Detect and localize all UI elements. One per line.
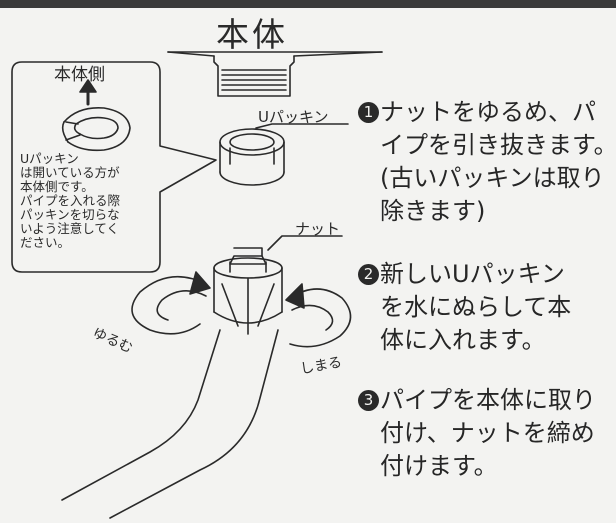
note-line: パッキンを切らな (20, 207, 120, 222)
arrow-up-icon (79, 79, 97, 106)
step-line: 体に入れます。 (380, 326, 546, 354)
step-line: を水にぬらして本 (380, 293, 572, 321)
step-number-badge: 3 (358, 390, 379, 411)
u-packing-leader-line (255, 123, 349, 129)
step-line: (古いパッキンは取り (380, 164, 605, 192)
header-bar-inner (14, 0, 602, 8)
u-packing-label: Uパッキン (258, 108, 329, 126)
note-line: いよう注意してく (20, 221, 120, 236)
u-packing-ring-illustration (219, 128, 285, 186)
pipe-illustration (61, 329, 279, 519)
faucet-body-illustration (167, 51, 383, 97)
main-body-title: 本体 (216, 15, 288, 54)
callout-bubble (11, 61, 217, 273)
u-packing-note: Uパッキン は開いている方が 本体側です。 パイプを入れる際 パッキンを切らな … (20, 152, 160, 250)
note-line: Uパッキン (20, 151, 79, 166)
nut-illustration (213, 247, 283, 335)
body-side-label: 本体側 (54, 65, 105, 85)
note-line: は開いている方が (20, 165, 120, 180)
step-line: 付けます。 (380, 452, 498, 480)
tighten-arrow-icon (285, 283, 352, 348)
nut-leader-line (267, 235, 343, 251)
u-packing-cross-section-illustration (61, 106, 131, 152)
nut-label: ナット (295, 220, 341, 238)
note-line: パイプを入れる際 (20, 193, 121, 208)
step-number-badge: 1 (358, 102, 379, 123)
step-line: 付け、ナットを締め (380, 419, 595, 447)
step-number-badge: 2 (358, 264, 379, 285)
step-line: イプを引き抜きます。 (380, 131, 616, 159)
loosen-arrow-icon (131, 271, 211, 335)
note-line: 本体側です。 (20, 179, 94, 194)
step-line: 除きます) (380, 197, 486, 225)
note-line: ださい。 (20, 235, 71, 250)
